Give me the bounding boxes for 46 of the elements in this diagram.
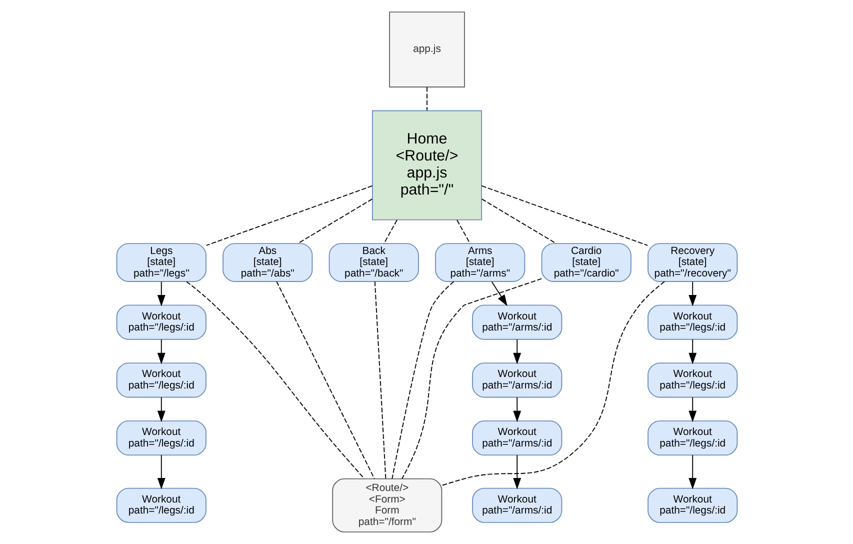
arrow [688,338,696,364]
node-box: Home <Route/> app.js path="/" [371,110,482,220]
node-box: Workout path="/legs/:id [116,420,206,456]
node-box: Workout path="/legs/:id [647,420,738,456]
connector [374,281,386,480]
connector [276,281,374,480]
node-box: Abs [state] path="/abs" [222,243,312,282]
node-box: Workout path="/arms/:id [472,420,562,456]
connector [456,220,470,244]
arrow [512,338,521,364]
node-box: Back [state] path="/back" [328,243,418,282]
arrow [156,338,165,364]
connector [480,198,556,244]
node-box: Arms [state] path="/arms" [434,243,525,282]
node-box: Workout path="/legs/:id [116,488,206,523]
node-box: <Route/> <Form> Form path="/form" [332,478,442,532]
node-box: Workout path="/arms/:id [472,488,562,523]
arrow [156,281,165,306]
connector [401,278,542,480]
node-box: Workout path="/legs/:id [116,304,206,340]
node-box: Workout path="/legs/:id [116,362,206,398]
arrow [156,454,165,490]
connector [296,198,372,244]
node-box: Workout path="/arms/:id [472,362,562,398]
connector [391,281,454,480]
arrow [688,396,696,422]
node-box: Recovery [state] path="/recovery" [647,243,738,282]
arrow [512,396,521,422]
connector [382,220,397,244]
node-box: Workout path="/legs/:id [647,362,738,398]
node-box: Workout path="/legs/:id [647,488,738,523]
arrow [512,454,521,490]
arrow [688,454,696,490]
arrow [490,281,507,306]
connector [426,86,427,111]
node-box: Workout path="/legs/:id [647,304,738,340]
connector [440,281,664,486]
arrow [688,281,696,306]
connector [205,185,372,246]
arrow [156,396,165,422]
connector [186,281,364,480]
node-box: app.js [388,12,464,88]
node-box: Workout path="/arms/:id [472,304,562,340]
connector [480,185,648,246]
node-box: Legs [state] path="/legs" [116,243,206,282]
node-box: Cardio [state] path="/cardio" [540,243,631,282]
